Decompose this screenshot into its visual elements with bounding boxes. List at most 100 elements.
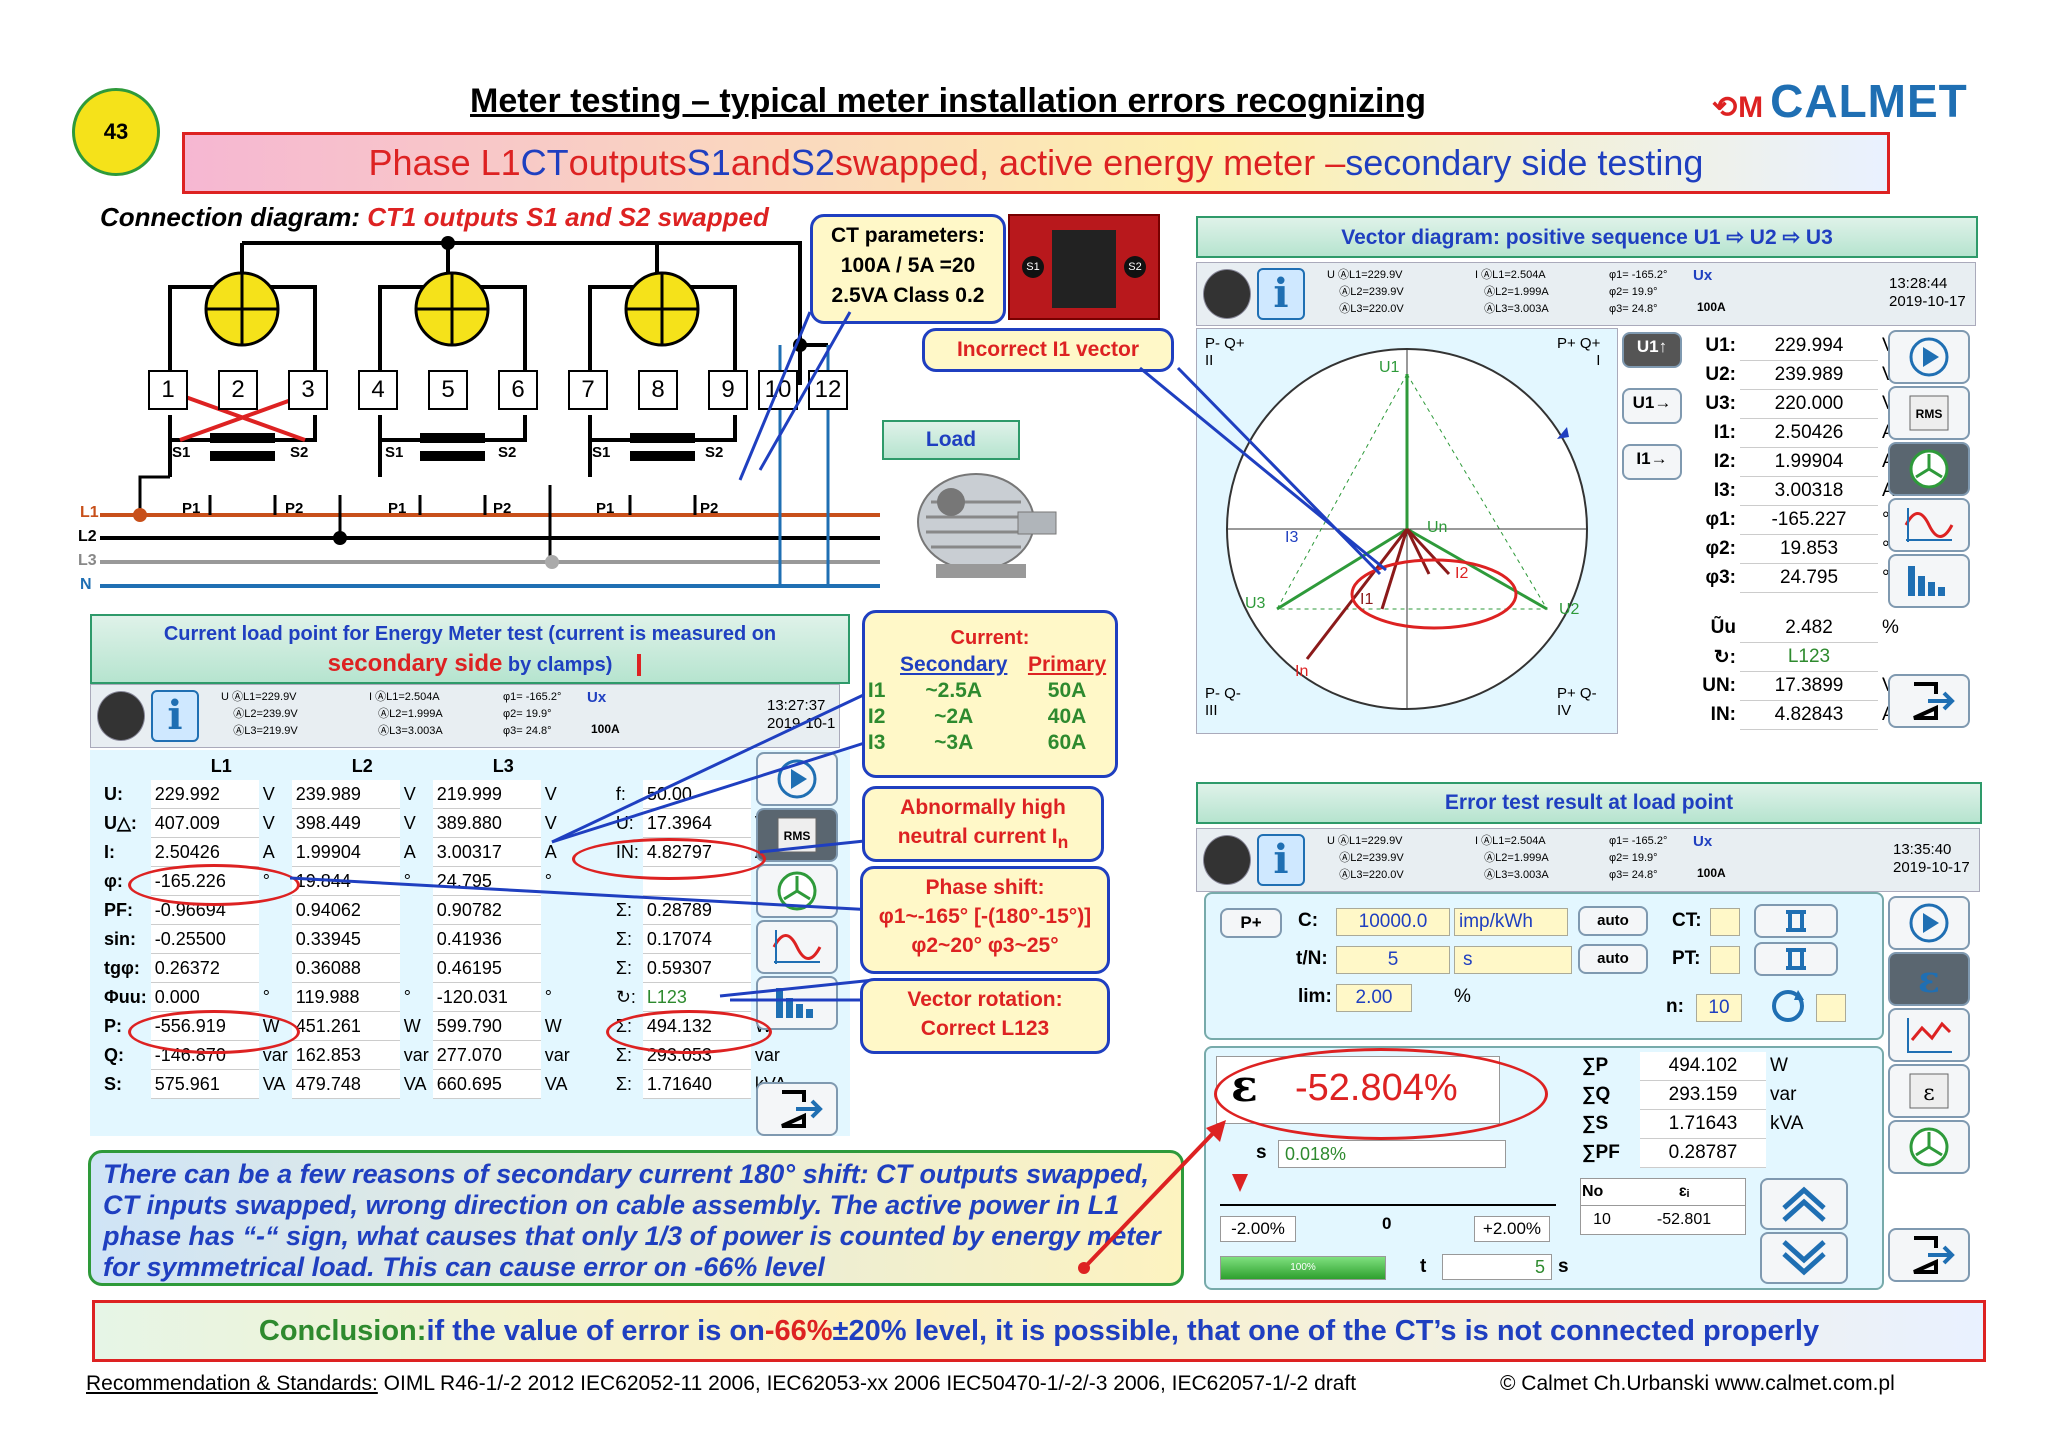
- play-button[interactable]: [1888, 330, 1970, 384]
- rms-button[interactable]: RMS: [756, 808, 838, 862]
- u1-right-button[interactable]: U1→: [1622, 388, 1682, 424]
- info-button[interactable]: i: [151, 690, 199, 742]
- error-report-button[interactable]: ɛ: [1888, 1064, 1970, 1118]
- l2-value: 119.988: [291, 982, 400, 1012]
- auto-tn-button[interactable]: auto: [1578, 944, 1648, 974]
- vector-plot-area: P- Q+II P+ Q+I P- Q-III P+ Q-IV U1 U2 U3…: [1196, 328, 1618, 734]
- repeat-checkbox[interactable]: [1816, 994, 1846, 1022]
- harmonics-button[interactable]: [756, 976, 838, 1030]
- constant-input[interactable]: 10000.0: [1336, 908, 1450, 936]
- value-unit: %: [1882, 617, 1899, 639]
- u-label: Ⓐ: [221, 708, 245, 720]
- tb-phi2-label: φ2=: [503, 708, 523, 720]
- current-load-title: Current load point for Energy Meter test…: [90, 614, 850, 684]
- tn-input[interactable]: 5: [1336, 946, 1450, 974]
- row-label: PF:: [104, 899, 133, 920]
- current-load-title-line1: Current load point for Energy Meter test…: [163, 622, 777, 645]
- l2-value: 239.989: [291, 780, 400, 809]
- l3-unit: var: [544, 1044, 570, 1065]
- u-label: Ⓐ: [1327, 286, 1351, 298]
- ct-settings-button[interactable]: [1754, 904, 1838, 938]
- p1-highlight: [128, 1010, 300, 1054]
- incorrect-i1-pointer: [1139, 366, 1387, 576]
- sum-unit: var: [754, 1044, 780, 1065]
- header-l1: L1: [210, 755, 232, 776]
- scroll-up-button[interactable]: [1760, 1178, 1848, 1230]
- ct3-s1-label: S1: [592, 444, 611, 461]
- vector-button[interactable]: [1888, 1120, 1970, 1174]
- tb-phi3: 24.8°: [1631, 869, 1658, 881]
- n-input[interactable]: 10: [1696, 994, 1742, 1022]
- ux-indicator[interactable]: Ux: [587, 689, 607, 706]
- constant-unit-select[interactable]: imp/kWh: [1454, 908, 1568, 936]
- mode-icon[interactable]: [97, 691, 145, 741]
- u-label: U Ⓐ: [1327, 835, 1349, 847]
- error-result-box: ɛ -52.804% s 0.018% -2.00% 0 +2.00% 100%…: [1204, 1046, 1884, 1290]
- subtitle-part: Phase L1: [368, 142, 521, 183]
- exit-button[interactable]: [1888, 1228, 1970, 1282]
- range-indicator[interactable]: 100A: [591, 722, 620, 736]
- ct-label: CT:: [1672, 910, 1702, 931]
- neutral-text: neutral current I: [897, 825, 1058, 848]
- range-indicator[interactable]: 100A: [1697, 300, 1726, 314]
- harmonics-button[interactable]: [1888, 554, 1970, 608]
- pt-checkbox[interactable]: [1710, 946, 1740, 974]
- measurement-row: Φuu:0.000°119.988°-120.031°↻:L123: [100, 982, 791, 1012]
- i1-right-button[interactable]: I1→: [1622, 444, 1682, 480]
- error-mode-button[interactable]: ɛ: [1888, 952, 1970, 1006]
- phase-line: φ2~20° φ3~25°: [911, 934, 1059, 957]
- scroll-down-button[interactable]: [1760, 1232, 1848, 1284]
- waveform-button[interactable]: [1888, 498, 1970, 552]
- constant-label: C:: [1298, 910, 1319, 931]
- measurement-row: S:575.961VA479.748VA660.695VAΣ:1.71640kV…: [100, 1069, 791, 1099]
- energy-direction-button[interactable]: P+: [1220, 908, 1282, 938]
- label-l1: L1: [80, 504, 99, 521]
- ct1-s1-label: S1: [172, 444, 191, 461]
- l3-value: 0.90782: [432, 895, 541, 925]
- ct-checkbox[interactable]: [1710, 908, 1740, 936]
- vector-button[interactable]: [1888, 442, 1970, 496]
- error-chart-button[interactable]: [1888, 1008, 1970, 1062]
- sum-unit: [1766, 1139, 1814, 1168]
- play-button[interactable]: [756, 752, 838, 806]
- tb-phi2-label: φ2=: [1609, 852, 1629, 864]
- subtitle-part: outputs: [568, 142, 687, 183]
- mode-icon[interactable]: [1203, 835, 1251, 885]
- ct1-core: [210, 433, 275, 443]
- waveform-button[interactable]: [756, 920, 838, 974]
- row-label: U:: [104, 783, 123, 804]
- q1n: I: [1596, 352, 1601, 369]
- vector-button[interactable]: [756, 864, 838, 918]
- exit-button[interactable]: [1888, 674, 1970, 728]
- u1-up-button[interactable]: U1↑: [1622, 332, 1682, 368]
- info-button[interactable]: i: [1257, 834, 1305, 886]
- psum-highlight: [606, 1010, 772, 1054]
- info-button[interactable]: i: [1257, 268, 1305, 320]
- play-button[interactable]: [1888, 896, 1970, 950]
- row-label: I:: [104, 841, 115, 862]
- load-toolbar: i U ⒶL1=229.9V ⒶL2=239.9V ⒶL3=219.9V I Ⓐ…: [90, 684, 840, 748]
- i-label: I Ⓐ: [369, 691, 387, 703]
- ct-params-line: CT parameters:: [830, 224, 986, 247]
- tb-u2: L2=239.9V: [1350, 852, 1404, 864]
- tb-phi3-label: φ3=: [1609, 303, 1629, 315]
- range-indicator[interactable]: 100A: [1697, 866, 1726, 880]
- tn-unit-select[interactable]: s: [1454, 946, 1572, 974]
- exit-button[interactable]: [756, 1082, 838, 1136]
- ux-indicator[interactable]: Ux: [1693, 833, 1713, 850]
- vector-value-row: U3:220.000V: [1688, 389, 1904, 419]
- repeat-icon[interactable]: [1768, 986, 1808, 1026]
- tb-phi1-label: φ1=: [1609, 835, 1629, 847]
- ux-indicator[interactable]: Ux: [1693, 267, 1713, 284]
- mode-icon[interactable]: [1203, 269, 1251, 319]
- sum-label: Σ:: [615, 957, 632, 978]
- limit-input[interactable]: 2.00: [1336, 984, 1412, 1012]
- tb-phi2: 19.9°: [1631, 852, 1658, 864]
- auto-constant-button[interactable]: auto: [1578, 906, 1648, 936]
- rms-button[interactable]: RMS: [1888, 386, 1970, 440]
- pt-settings-button[interactable]: [1754, 942, 1838, 976]
